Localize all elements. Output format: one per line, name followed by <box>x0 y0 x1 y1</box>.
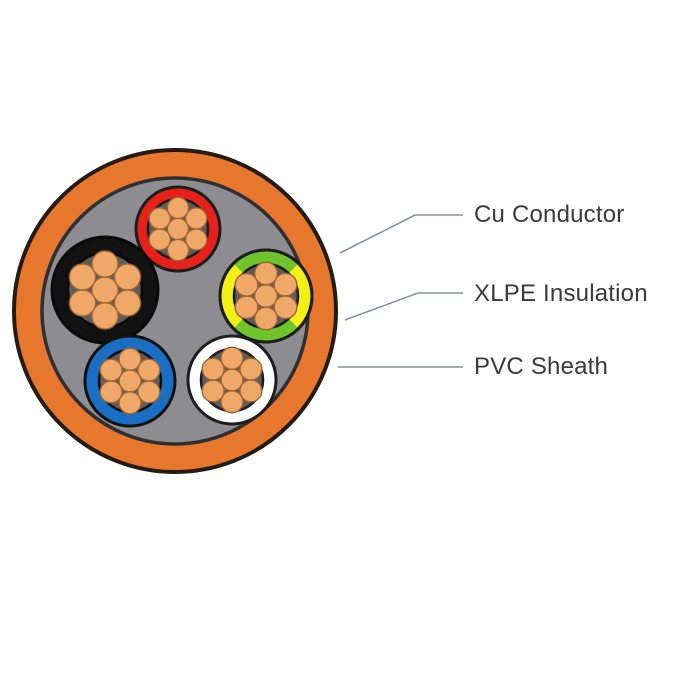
copper-strand <box>148 207 172 230</box>
copper-strand <box>137 380 161 404</box>
copper-strand <box>99 358 123 382</box>
copper-strand <box>220 390 244 414</box>
copper-strand <box>166 238 190 262</box>
copper-strand <box>91 250 119 278</box>
copper-strand <box>184 228 208 251</box>
copper-strand <box>253 306 279 331</box>
copper-strand <box>201 357 225 381</box>
core-black-strands <box>68 250 142 330</box>
copper-strand <box>113 263 142 291</box>
callout-leader-line-xlpe-insulation <box>344 292 463 321</box>
copper-strand <box>239 379 263 403</box>
copper-strand <box>148 228 172 251</box>
core-blue <box>83 334 177 428</box>
copper-strand <box>118 391 142 415</box>
copper-strand <box>273 295 298 320</box>
copper-strand <box>68 263 97 291</box>
core-green-yellow-strands <box>234 261 298 331</box>
copper-strand <box>234 272 259 297</box>
core-green-yellow-outline <box>218 248 314 344</box>
core-green-yellow <box>218 248 314 344</box>
copper-strand <box>201 379 225 403</box>
copper-strand <box>91 276 119 304</box>
copper-strand <box>118 347 142 371</box>
copper-strand <box>68 289 97 317</box>
core-white-strands <box>201 346 263 414</box>
callout-label-cu-conductor: Cu Conductor <box>474 201 625 228</box>
core-red-strands <box>148 196 208 262</box>
core-blue-strands <box>99 347 161 415</box>
copper-strand <box>99 380 123 404</box>
copper-strand <box>220 346 244 370</box>
copper-strand <box>91 302 119 330</box>
core-black <box>50 235 160 345</box>
callout-label-pvc-sheath: PVC Sheath <box>474 353 609 380</box>
callout-label-xlpe-insulation: XLPE Insulation <box>474 280 648 307</box>
copper-strand <box>234 295 259 320</box>
callout-leader-line-cu-conductor <box>339 214 463 254</box>
copper-strand <box>253 261 279 286</box>
copper-strand <box>166 196 190 220</box>
copper-strand <box>113 289 142 317</box>
core-white <box>186 334 278 426</box>
core-red <box>134 185 222 273</box>
callout-leader-lines <box>338 214 463 368</box>
